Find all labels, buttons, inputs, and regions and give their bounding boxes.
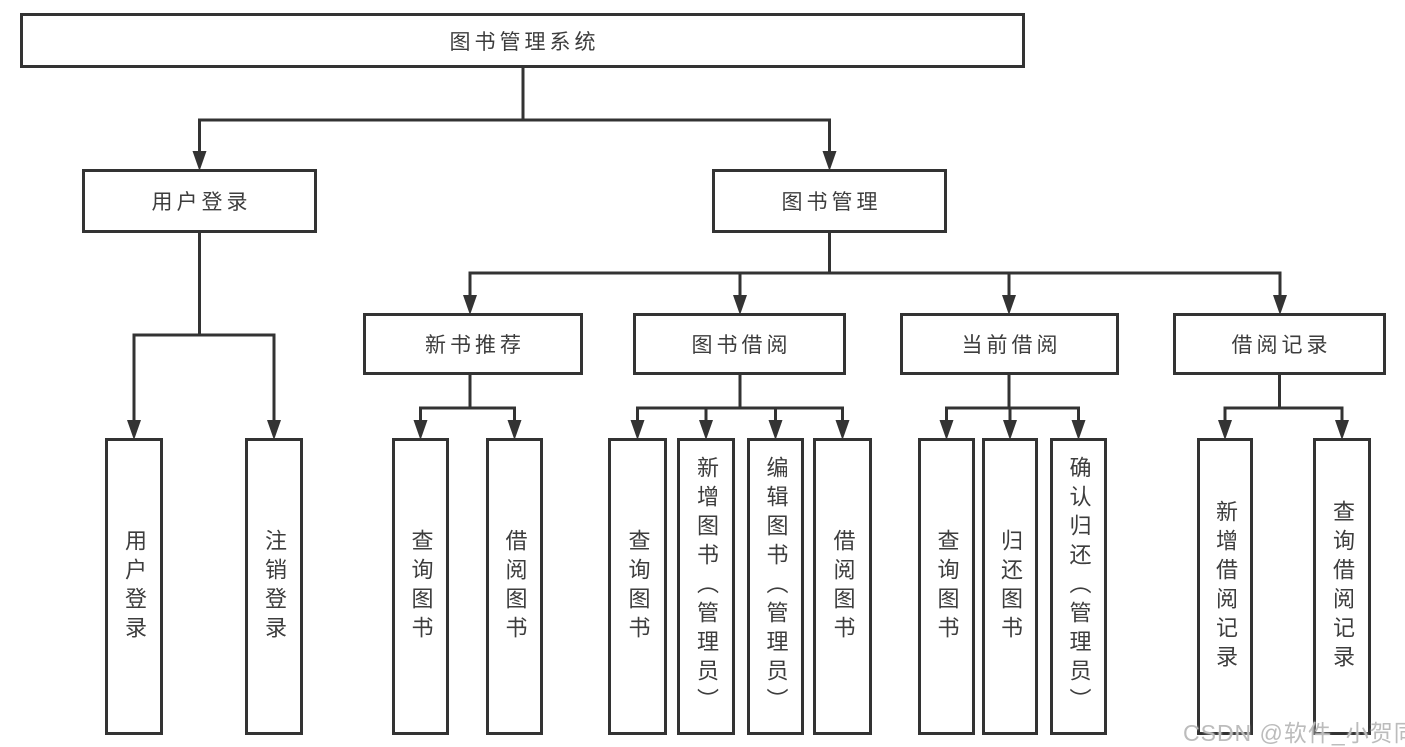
leaf-current-query-books-label: 查询图书 bbox=[934, 528, 960, 645]
node-current-borrow-label: 当前借阅 bbox=[961, 334, 1062, 357]
leaf-borrow-query-books: 查询图书 bbox=[608, 438, 667, 735]
leaf-current-query-books: 查询图书 bbox=[918, 438, 975, 735]
node-library-management-system-label: 图书管理系统 bbox=[449, 30, 600, 54]
node-book-management-label: 图书管理 bbox=[781, 191, 882, 214]
node-book-borrow: 图书借阅 bbox=[633, 313, 846, 375]
leaf-current-return-books-label: 归还图书 bbox=[998, 528, 1023, 645]
leaf-borrow-query-books-label: 查询图书 bbox=[625, 528, 651, 645]
leaf-user-login: 用户登录 bbox=[105, 438, 163, 735]
leaf-recommend-borrow-books-label: 借阅图书 bbox=[502, 528, 528, 645]
node-book-borrow-label: 图书借阅 bbox=[691, 334, 792, 357]
leaf-recommend-borrow-books: 借阅图书 bbox=[486, 438, 543, 735]
leaf-borrow-add-books-admin-label: 新增图书（管理员） bbox=[694, 456, 719, 717]
node-library-management-system: 图书管理系统 bbox=[20, 13, 1025, 68]
leaf-borrow-edit-books-admin-label: 编辑图书（管理员） bbox=[763, 456, 789, 717]
leaf-borrow-edit-books-admin: 编辑图书（管理员） bbox=[747, 438, 804, 735]
leaf-current-confirm-return-admin: 确认归还（管理员） bbox=[1050, 438, 1107, 735]
node-user-login: 用户登录 bbox=[82, 169, 317, 233]
node-new-book-recommend: 新书推荐 bbox=[363, 313, 583, 375]
node-new-book-recommend-label: 新书推荐 bbox=[425, 334, 525, 357]
leaf-records-add-record-label: 新增借阅记录 bbox=[1213, 499, 1238, 674]
leaf-recommend-query-books-label: 查询图书 bbox=[408, 528, 434, 645]
leaf-logout: 注销登录 bbox=[245, 438, 303, 735]
node-current-borrow: 当前借阅 bbox=[900, 313, 1119, 375]
arrowhead-icons bbox=[127, 151, 1349, 440]
leaf-records-query-record-label: 查询借阅记录 bbox=[1330, 499, 1355, 674]
node-borrow-records-label: 借阅记录 bbox=[1231, 334, 1332, 357]
leaf-borrow-add-books-admin: 新增图书（管理员） bbox=[677, 438, 735, 735]
leaf-borrow-borrow-books-label: 借阅图书 bbox=[830, 528, 856, 645]
leaf-current-return-books: 归还图书 bbox=[982, 438, 1038, 735]
leaf-records-add-record: 新增借阅记录 bbox=[1197, 438, 1253, 735]
leaf-current-confirm-return-admin-label: 确认归还（管理员） bbox=[1066, 456, 1092, 717]
leaf-user-login-label: 用户登录 bbox=[122, 528, 147, 645]
node-user-login-label: 用户登录 bbox=[151, 191, 252, 214]
leaf-logout-label: 注销登录 bbox=[262, 528, 287, 645]
csdn-watermark: CSDN @软件_小贺同学 bbox=[1183, 720, 1405, 746]
leaf-recommend-query-books: 查询图书 bbox=[392, 438, 449, 735]
node-borrow-records: 借阅记录 bbox=[1173, 313, 1386, 375]
leaf-records-query-record: 查询借阅记录 bbox=[1313, 438, 1371, 735]
leaf-borrow-borrow-books: 借阅图书 bbox=[813, 438, 872, 735]
node-book-management: 图书管理 bbox=[712, 169, 947, 233]
